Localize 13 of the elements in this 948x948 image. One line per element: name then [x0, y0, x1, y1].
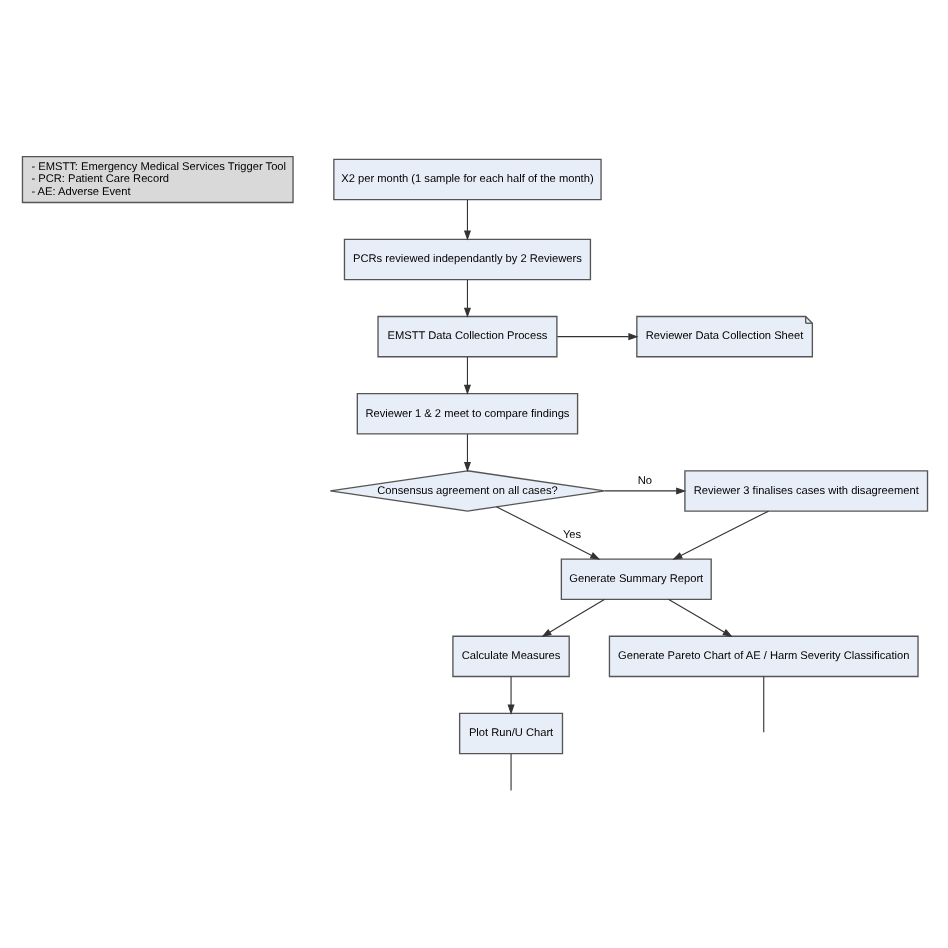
arrow — [462, 433, 470, 472]
arrow — [462, 199, 470, 241]
arrow — [603, 487, 686, 495]
connector — [509, 753, 511, 792]
arrow — [462, 356, 470, 395]
arrow — [540, 598, 604, 638]
arrow — [462, 279, 470, 318]
arrow — [555, 333, 638, 341]
arrow — [506, 676, 514, 715]
connector — [762, 676, 764, 733]
arrow — [671, 510, 769, 560]
arrow — [494, 506, 600, 560]
arrow — [667, 598, 732, 638]
